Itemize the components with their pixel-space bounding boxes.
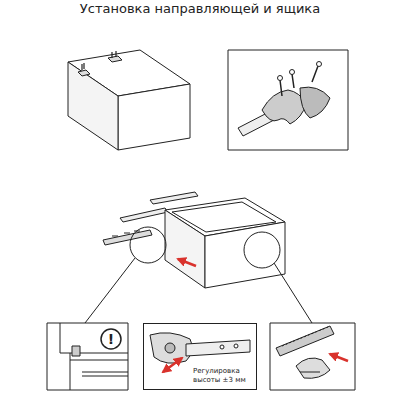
detail-frame-left	[47, 323, 128, 390]
height-adjust-detail	[150, 333, 250, 364]
drawer-with-rails	[85, 192, 312, 323]
adjust-note: Регулировка высоты ±3 мм	[192, 366, 252, 385]
drawer-box-top	[68, 50, 190, 150]
warning-circle: !	[100, 328, 122, 350]
warning-mark: !	[108, 331, 114, 348]
bracket-detail	[228, 50, 348, 150]
detail-frame: Регулировка высоты ±3 мм	[143, 323, 257, 390]
diagram-title: Установка направляющей и ящика	[0, 1, 400, 16]
detail-frame-right	[270, 323, 355, 390]
